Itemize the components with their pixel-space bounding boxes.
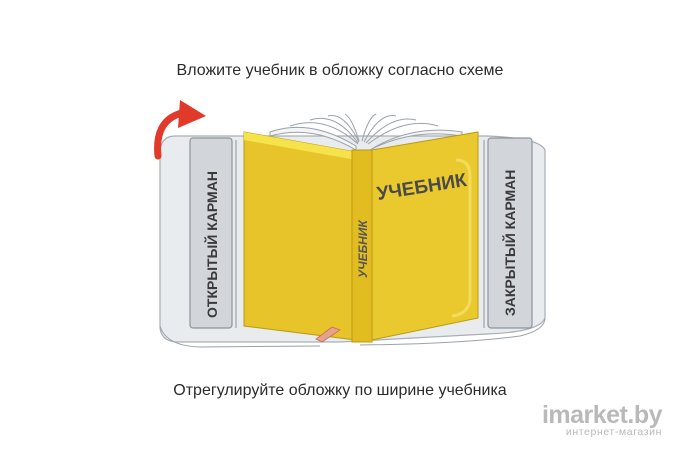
book-front-cover	[371, 131, 479, 341]
watermark-logo: imarket.by	[541, 401, 663, 429]
left-pocket	[189, 137, 233, 329]
curved-arrow-icon	[154, 100, 206, 160]
instruction-bottom: Отрегулируйте обложку по ширине учебника	[173, 382, 507, 399]
book-back-cover	[243, 131, 357, 341]
right-pocket	[487, 137, 533, 329]
bookmark-ribbon-icon	[315, 326, 341, 343]
right-pocket-label: ЗАКРЫТЫЙ КАРМАН	[501, 170, 518, 316]
book-spine-title: УЧЕБНИК	[356, 219, 370, 278]
watermark: imarket.by интернет-магазин	[541, 401, 663, 438]
instruction-top: Вложите учебник в обложку согласно схеме	[176, 62, 504, 79]
book-pages	[269, 113, 463, 151]
watermark-tagline: интернет-магазин	[565, 426, 662, 438]
left-pocket-label: ОТКРЫТЫЙ КАРМАН	[203, 171, 220, 318]
